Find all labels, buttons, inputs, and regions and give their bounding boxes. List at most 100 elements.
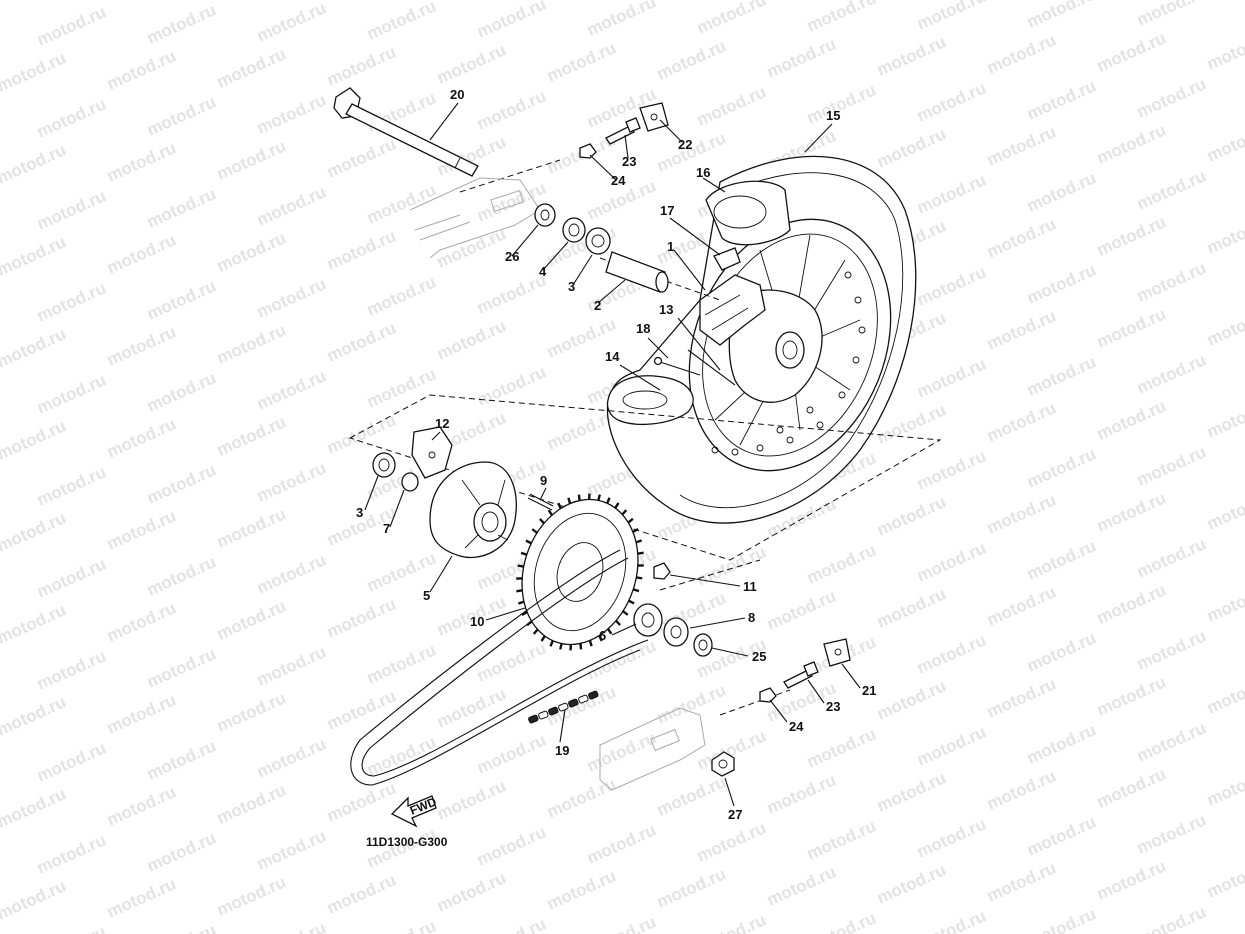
watermark-text: motod.ru: [434, 776, 509, 823]
chain-link: [538, 710, 549, 720]
watermark-text: motod.ru: [104, 322, 179, 369]
callout-24-bottom: 24: [789, 719, 804, 734]
leader-line: [559, 709, 566, 743]
watermark-text: motod.ru: [104, 874, 179, 921]
callout-3-top: 3: [568, 279, 575, 294]
watermark-text: motod.ru: [214, 136, 289, 183]
watermark-text: motod.ru: [364, 180, 439, 227]
watermark-text: motod.ru: [1134, 534, 1209, 581]
watermark-text: motod.ru: [144, 644, 219, 691]
callout-24-top: 24: [611, 173, 626, 188]
watermark-text: motod.ru: [1024, 76, 1099, 123]
sprocket-tooth: [549, 640, 554, 647]
watermark-text: motod.ru: [1204, 854, 1245, 901]
watermark-text: motod.ru: [364, 364, 439, 411]
watermark-text: motod.ru: [104, 138, 179, 185]
watermark-text: motod.ru: [364, 0, 439, 44]
watermark-text: motod.ru: [324, 870, 399, 917]
watermark-text: motod.ru: [1094, 212, 1169, 259]
watermark-text: motod.ru: [1134, 718, 1209, 765]
watermark-text: motod.ru: [1134, 810, 1209, 857]
watermark-text: motod.ru: [1094, 764, 1169, 811]
sprocket-tooth: [517, 564, 524, 568]
leader-line: [611, 623, 637, 636]
watermark-text: motod.ru: [1134, 166, 1209, 213]
watermark-text: motod.ru: [0, 232, 69, 279]
leader-line: [589, 154, 617, 181]
watermark-text: motod.ru: [364, 916, 439, 934]
watermark-text: motod.ru: [214, 596, 289, 643]
watermark-text: motod.ru: [694, 542, 769, 589]
leader-line: [841, 663, 861, 689]
watermark-text: motod.ru: [544, 774, 619, 821]
sprocket-tooth: [532, 628, 539, 635]
watermark-text: motod.ru: [1204, 670, 1245, 717]
watermark-text: motod.ru: [1134, 350, 1209, 397]
watermark-text: motod.ru: [874, 32, 949, 79]
watermark-text: motod.ru: [914, 262, 989, 309]
watermark-text: motod.ru: [144, 0, 219, 47]
watermark-text: motod.ru: [214, 320, 289, 367]
watermark-text: motod.ru: [34, 462, 109, 509]
callout-20: 20: [450, 87, 464, 102]
sprocket-tooth: [517, 600, 525, 605]
watermark-text: motod.ru: [584, 820, 659, 867]
watermark-text: motod.ru: [144, 828, 219, 875]
callout-9: 9: [540, 473, 547, 488]
leader-line: [689, 617, 746, 629]
callout-14: 14: [605, 349, 620, 364]
watermark-text: motod.ru: [984, 766, 1059, 813]
watermark-text: motod.ru: [914, 446, 989, 493]
watermark-text: motod.ru: [1024, 444, 1099, 491]
watermark-text: motod.ru: [694, 0, 769, 38]
callout-15: 15: [826, 108, 840, 123]
leader-line: [673, 249, 706, 291]
watermark-text: motod.ru: [694, 910, 769, 934]
watermark-text: motod.ru: [1204, 578, 1245, 625]
watermark-text: motod.ru: [254, 550, 329, 597]
watermark-text: motod.ru: [584, 636, 659, 683]
sprocket-tooth: [636, 576, 643, 580]
watermark-text: motod.ru: [1204, 26, 1245, 73]
watermark-text: motod.ru: [984, 582, 1059, 629]
watermark-text: motod.ru: [1024, 352, 1099, 399]
callout-7: 7: [383, 521, 390, 536]
leader-line: [429, 102, 459, 141]
sprocket-tooth: [559, 643, 563, 650]
sprocket-tooth: [579, 643, 583, 650]
watermark-text: motod.ru: [984, 398, 1059, 445]
watermark-text: motod.ru: [1204, 394, 1245, 441]
chain-link: [568, 698, 579, 708]
watermark-text: motod.ru: [694, 818, 769, 865]
watermark-text: motod.ru: [34, 922, 109, 934]
watermark-text: motod.ru: [764, 34, 839, 81]
chain-link: [578, 694, 589, 704]
sprocket-tooth: [520, 551, 528, 556]
watermark-text: motod.ru: [434, 868, 509, 915]
watermark-text: motod.ru: [654, 864, 729, 911]
watermark-text: motod.ru: [764, 862, 839, 909]
sprocket-tooth: [627, 517, 634, 524]
leader-line: [619, 364, 661, 391]
watermark-text: motod.ru: [34, 94, 109, 141]
watermark-text: motod.ru: [214, 44, 289, 91]
rear-wheel-assembly: [606, 155, 917, 524]
watermark-text: motod.ru: [144, 92, 219, 139]
callout-1: 1: [667, 239, 674, 254]
watermark-text: motod.ru: [254, 826, 329, 873]
watermark-text: motod.ru: [1134, 442, 1209, 489]
watermark-text: motod.ru: [144, 920, 219, 934]
leader-line: [624, 134, 629, 159]
watermark-text: motod.ru: [0, 600, 69, 647]
watermark-text: motod.ru: [0, 416, 69, 463]
watermark-text: motod.ru: [874, 676, 949, 723]
watermark-text: motod.ru: [214, 412, 289, 459]
watermark-text: motod.ru: [1134, 902, 1209, 934]
rear-sprocket: [516, 493, 644, 651]
leader-line: [511, 224, 539, 257]
watermark-text: motod.ru: [214, 872, 289, 919]
callout-23-top: 23: [622, 154, 636, 169]
watermark-text: motod.ru: [914, 78, 989, 125]
